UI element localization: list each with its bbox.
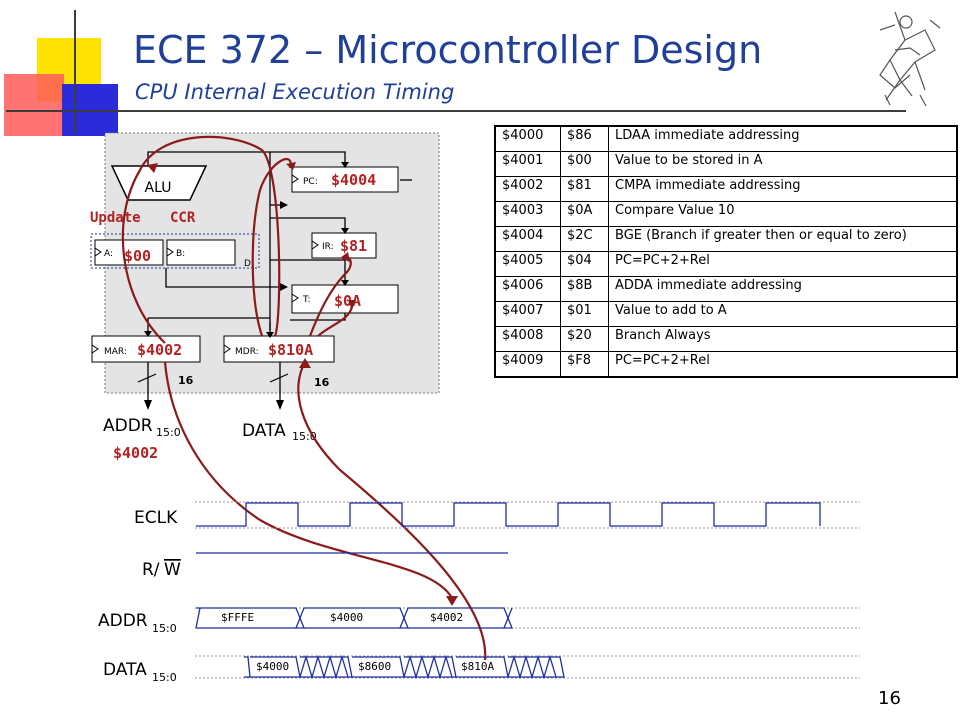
mar-box (91, 335, 201, 363)
timing-addr-label: ADDR (98, 611, 148, 631)
addr-width-label: 16 (178, 374, 194, 387)
ccr-label: CCR (170, 210, 196, 226)
deco-red-block (4, 74, 64, 136)
value-cell: $20 (560, 326, 609, 352)
description-cell: Value to add to A (608, 301, 958, 327)
description-cell: BGE (Branch if greater then or equal to … (608, 226, 958, 252)
timing-data-sub: 15:0 (152, 671, 177, 684)
mar-value: $4002 (137, 341, 182, 359)
address-cell: $4004 (494, 226, 561, 252)
addr-value-1: $4000 (330, 611, 363, 624)
deco-vertical-line (74, 10, 76, 134)
description-cell: Branch Always (608, 326, 958, 352)
description-cell: Value to be stored in A (608, 151, 958, 177)
address-cell: $4000 (494, 125, 561, 152)
reg-a-label: A: (104, 249, 113, 259)
timing-gridlines (195, 501, 860, 679)
mdr-box (223, 335, 335, 363)
addr-value-2: $4002 (430, 611, 463, 624)
pc-box (291, 166, 399, 193)
timing-addr-sub: 15:0 (152, 622, 177, 635)
addr-value-0: $FFFE (221, 611, 254, 624)
address-cell: $4009 (494, 351, 561, 378)
eclk-waveform (196, 502, 821, 527)
mar-label: MAR: (104, 347, 127, 357)
t-value: $0A (334, 292, 361, 310)
mdr-label: MDR: (235, 347, 259, 357)
rw-label-w: W (164, 560, 181, 580)
t-label: T: (302, 295, 311, 305)
addr-bus-label: ADDR (103, 416, 153, 436)
reg-b-label: B: (176, 249, 185, 259)
page-subtitle: CPU Internal Execution Timing (135, 80, 455, 104)
data-value-1: $8600 (358, 660, 391, 673)
description-cell: PC=PC+2+Rel (608, 251, 958, 277)
data-flow-arrows (121, 135, 487, 661)
page-title: ECE 372 – Microcontroller Design (133, 28, 763, 72)
data-width-label: 16 (314, 376, 330, 389)
data-value-2: $810A (461, 660, 494, 673)
reg-a-value: $00 (124, 247, 151, 265)
timing-data-label: DATA (103, 660, 147, 680)
address-cell: $4006 (494, 276, 561, 302)
value-cell: $04 (560, 251, 609, 277)
data-bus-label: DATA (242, 421, 286, 441)
data-waveform (244, 654, 565, 680)
reg-b-box (166, 239, 236, 266)
rw-label-r: R/ (142, 560, 160, 580)
ir-value: $81 (340, 237, 367, 255)
data-value-0: $4000 (256, 660, 289, 673)
slide-number: 16 (878, 688, 901, 709)
value-cell: $00 (560, 151, 609, 177)
deco-horizontal-line (6, 110, 906, 112)
value-cell: $81 (560, 176, 609, 202)
value-cell: $8B (560, 276, 609, 302)
pc-label: PC: (303, 177, 318, 187)
ir-label: IR: (322, 242, 334, 252)
addr-bus-value: $4002 (113, 444, 158, 462)
d-register-group (90, 233, 260, 269)
addr-bus-sub: 15:0 (156, 426, 181, 439)
pc-value: $4004 (331, 171, 376, 189)
value-cell: $F8 (560, 351, 609, 378)
mdr-value: $810A (268, 341, 313, 359)
alu-block (110, 165, 208, 201)
description-cell: LDAA immediate addressing (608, 125, 958, 152)
reg-d-label: D (244, 259, 251, 269)
addr-waveform (195, 607, 513, 629)
reg-a-box (94, 239, 164, 266)
description-cell: PC=PC+2+Rel (608, 351, 958, 378)
eclk-label: ECLK (134, 508, 178, 528)
alu-label: ALU (145, 180, 172, 196)
value-cell: $01 (560, 301, 609, 327)
ir-box (311, 232, 377, 259)
update-label: Update (90, 210, 141, 226)
value-cell: $0A (560, 201, 609, 227)
address-cell: $4002 (494, 176, 561, 202)
